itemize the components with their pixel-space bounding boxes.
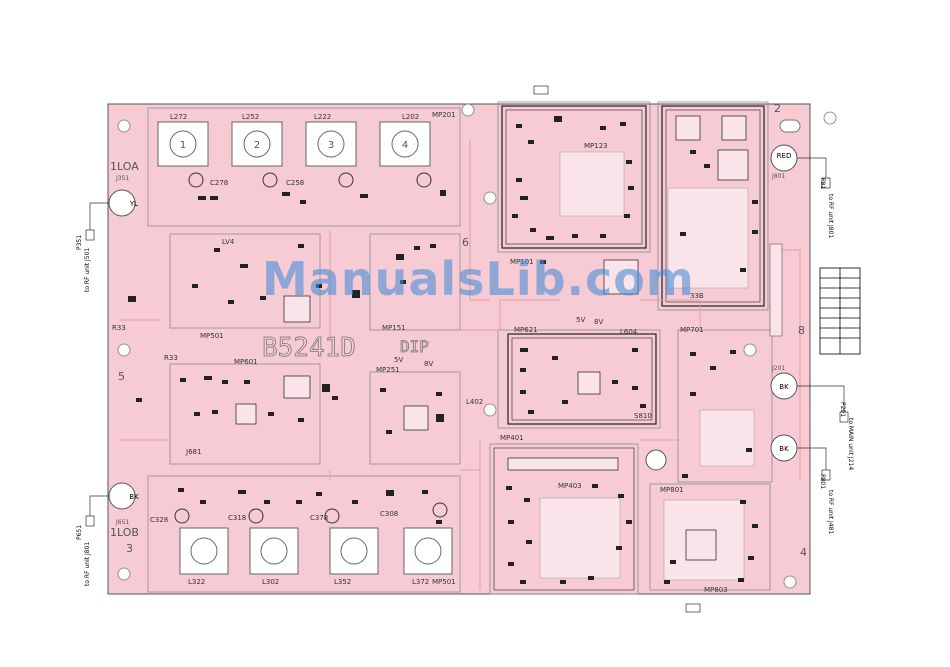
p801-to-text: to RF unit J481 — [827, 490, 834, 535]
p651-text: P651 — [76, 524, 83, 540]
part-mp701: MP701 — [680, 326, 704, 334]
part-l222: L222 — [314, 113, 331, 121]
connector-bk-right1: BK — [779, 383, 789, 391]
part-l352: L352 — [334, 578, 351, 586]
part-mp151: MP151 — [382, 324, 406, 332]
part-s810: S810 — [634, 412, 652, 420]
part-l322: L322 — [188, 578, 205, 586]
section-label-1loa: 1LOA — [110, 160, 139, 173]
p201-text: P201 — [839, 402, 846, 418]
part-mp201: MP201 — [432, 111, 456, 119]
part-mp621: MP621 — [514, 326, 538, 334]
oval-hole — [779, 119, 801, 133]
part-c278: C278 — [210, 179, 228, 187]
coil-number-1: 1 — [180, 140, 186, 151]
section-number-6: 6 — [462, 236, 469, 249]
connector-j201: J201 — [771, 365, 785, 372]
part-v8a: 8V — [424, 360, 433, 368]
p801-text: P801 — [819, 474, 826, 490]
board-sub: DIP — [400, 337, 429, 356]
connector-pads — [108, 144, 798, 510]
section-frames — [147, 101, 773, 595]
pin-header — [819, 267, 861, 355]
side-label-p351: P351 — [76, 235, 83, 250]
connector-bk-left: BK — [129, 493, 139, 501]
connector-j651: J651 — [115, 519, 129, 526]
leader-lines — [89, 157, 845, 516]
coil-number-4: 4 — [402, 140, 408, 151]
part-r33: R33 — [112, 324, 126, 332]
part-v5a: 5V — [394, 356, 403, 364]
part-j681: J681 — [185, 448, 201, 456]
part-mp101: MP101 — [510, 258, 534, 266]
side-label-p651: P651 — [76, 525, 83, 540]
part-c318: C318 — [228, 514, 246, 522]
part-r33b: R33 — [164, 354, 178, 362]
connector-yl: YL — [129, 200, 138, 208]
section-number-2: 2 — [774, 102, 781, 115]
part-mp123: MP123 — [584, 142, 608, 150]
coil-number-2: 2 — [254, 140, 260, 151]
part-c308: C308 — [380, 510, 398, 518]
part-l252: L252 — [242, 113, 259, 121]
connector-j801: J801 — [771, 173, 785, 180]
coil-row-top — [157, 121, 432, 188]
part-l302: L302 — [262, 578, 279, 586]
side-label-p201-to: to MAIN unit J214 — [847, 418, 854, 470]
connector-bk-right2: BK — [779, 445, 789, 453]
section-label-1lob: 1LOB — [110, 526, 139, 539]
part-l272: L272 — [170, 113, 187, 121]
part-v8b: 8V — [594, 318, 603, 326]
p351-to-text: to RF unit J501 — [84, 247, 91, 292]
connector-red: RED — [777, 152, 792, 160]
connector-j351: J351 — [115, 175, 129, 182]
coil-number-3: 3 — [328, 140, 334, 151]
part-mp251: MP251 — [376, 366, 400, 374]
p81-to-text: to RF unit J801 — [827, 194, 834, 239]
section-number-5: 5 — [118, 370, 125, 383]
side-label-p801: P801 — [819, 474, 826, 489]
p651-to-text: to RF unit J801 — [84, 541, 91, 586]
coil-row-bottom — [174, 502, 453, 575]
part-mp801: MP801 — [660, 486, 684, 494]
mounting-holes — [117, 103, 837, 589]
part-v5b: 5V — [576, 316, 585, 324]
side-label-p651-to: to RF unit J801 — [84, 542, 91, 586]
board-code: B5241D — [262, 333, 356, 363]
part-l604: L604 — [620, 328, 638, 336]
part-c378: C378 — [310, 514, 328, 522]
part-mp601: MP601 — [234, 358, 258, 366]
smd-parts — [128, 116, 758, 584]
plug-symbols — [85, 85, 849, 613]
part-mp403: MP403 — [558, 482, 582, 490]
p81-text: P81 — [819, 178, 826, 190]
edge-connector — [769, 243, 783, 337]
side-label-p81: P81 — [819, 178, 826, 189]
section-number-4: 4 — [800, 546, 807, 559]
side-label-p81-to: to RF unit J801 — [827, 194, 834, 238]
part-mp803: MP803 — [704, 586, 728, 594]
part-c328: C328 — [150, 516, 168, 524]
component-areas — [539, 151, 755, 581]
part-lv4: LV4 — [222, 238, 235, 246]
section-number-3: 3 — [126, 542, 133, 555]
shield-frames — [493, 105, 765, 591]
side-label-p351-to: to RF unit J501 — [84, 248, 91, 292]
part-338: 33B — [690, 292, 704, 300]
watermark: ManualsLib.com — [262, 252, 695, 306]
part-l372: L372 — [412, 578, 429, 586]
ic-packages — [235, 115, 749, 561]
side-label-p801-to: to RF unit J481 — [827, 490, 834, 534]
p201-to-text: to MAIN unit J214 — [847, 418, 854, 471]
part-c258: C258 — [286, 179, 304, 187]
part-mp501b: MP501 — [432, 578, 456, 586]
part-mp401: MP401 — [500, 434, 524, 442]
side-label-p201: P201 — [839, 402, 846, 417]
section-number-8: 8 — [798, 324, 805, 337]
p351-text: P351 — [76, 234, 83, 250]
part-l402: L402 — [466, 398, 483, 406]
part-mp501: MP501 — [200, 332, 224, 340]
part-l202: L202 — [402, 113, 419, 121]
